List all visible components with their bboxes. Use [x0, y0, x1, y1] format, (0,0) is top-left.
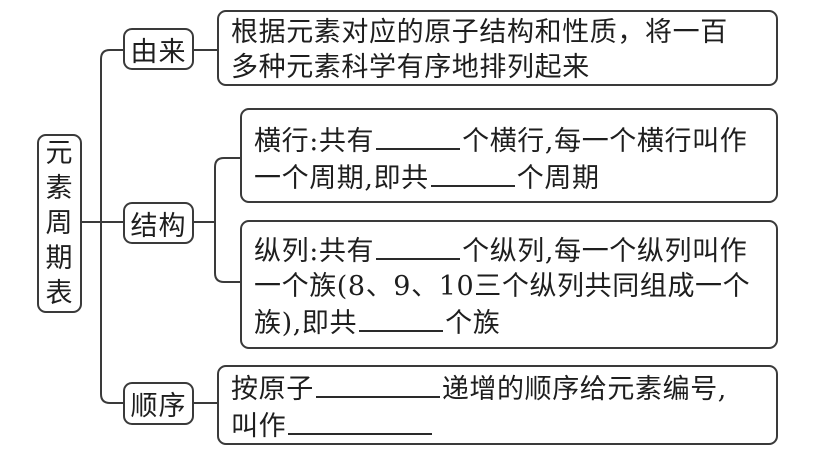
order-text: 按原子 [231, 374, 314, 405]
root-char: 元 [45, 138, 74, 169]
order-basis-blank[interactable] [315, 370, 440, 398]
order-line1: 按原子 递增的顺序给元素编号, [231, 370, 768, 407]
columns-text: 个纵列,每一个纵列叫作 [462, 236, 748, 267]
rows-text: 个横行,每一个横行叫作 [462, 126, 748, 157]
columns-text: 个族 [445, 308, 501, 339]
columns-text: 纵列:共有 [254, 236, 375, 267]
periods-count-blank[interactable] [430, 159, 515, 187]
origin-text-line1: 根据元素对应的原子结构和性质，将一百 [231, 17, 728, 48]
columns-text: 族),即共 [254, 308, 358, 339]
columns-count-blank[interactable] [376, 232, 461, 260]
structure-trunk [214, 157, 240, 283]
order-text: 递增的顺序给元素编号, [441, 374, 727, 405]
order-text: 叫作 [231, 411, 287, 442]
origin-content-box: 根据元素对应的原子结构和性质，将一百 多种元素科学有序地排列起来 [217, 10, 778, 86]
branch-origin-label: 由来 [123, 28, 194, 70]
order-content-box: 按原子 递增的顺序给元素编号, 叫作 [217, 365, 778, 445]
rows-line1: 横行:共有 个横行,每一个横行叫作 [254, 122, 768, 159]
origin-text-line2: 多种元素科学有序地排列起来 [231, 52, 590, 83]
rows-count-blank[interactable] [376, 122, 461, 150]
rows-text: 个周期 [516, 163, 600, 194]
branch-structure-label: 结构 [123, 202, 194, 244]
columns-line2: 一个族(8、9、10三个纵列共同组成一个 [254, 271, 751, 302]
rows-text: 一个周期,即共 [254, 163, 429, 194]
columns-line3: 族),即共 个族 [254, 304, 768, 341]
rows-line2: 一个周期,即共 个周期 [254, 159, 768, 196]
groups-count-blank[interactable] [359, 304, 444, 332]
main-trunk [100, 49, 123, 404]
columns-line1: 纵列:共有 个纵列,每一个纵列叫作 [254, 232, 768, 269]
rows-content-box: 横行:共有 个横行,每一个横行叫作 一个周期,即共 个周期 [240, 108, 778, 203]
order-name-blank[interactable] [288, 407, 433, 435]
root-char: 周 [45, 208, 74, 239]
root-char: 表 [45, 278, 74, 309]
order-line2: 叫作 [231, 407, 768, 444]
root-char: 素 [45, 173, 74, 204]
root-node-periodic-table: 元 素 周 期 表 [37, 134, 82, 313]
rows-text: 横行:共有 [254, 126, 375, 157]
branch-order-label: 顺序 [123, 382, 194, 425]
root-char: 期 [45, 243, 74, 274]
columns-content-box: 纵列:共有 个纵列,每一个纵列叫作 一个族(8、9、10三个纵列共同组成一个 族)… [240, 220, 778, 349]
